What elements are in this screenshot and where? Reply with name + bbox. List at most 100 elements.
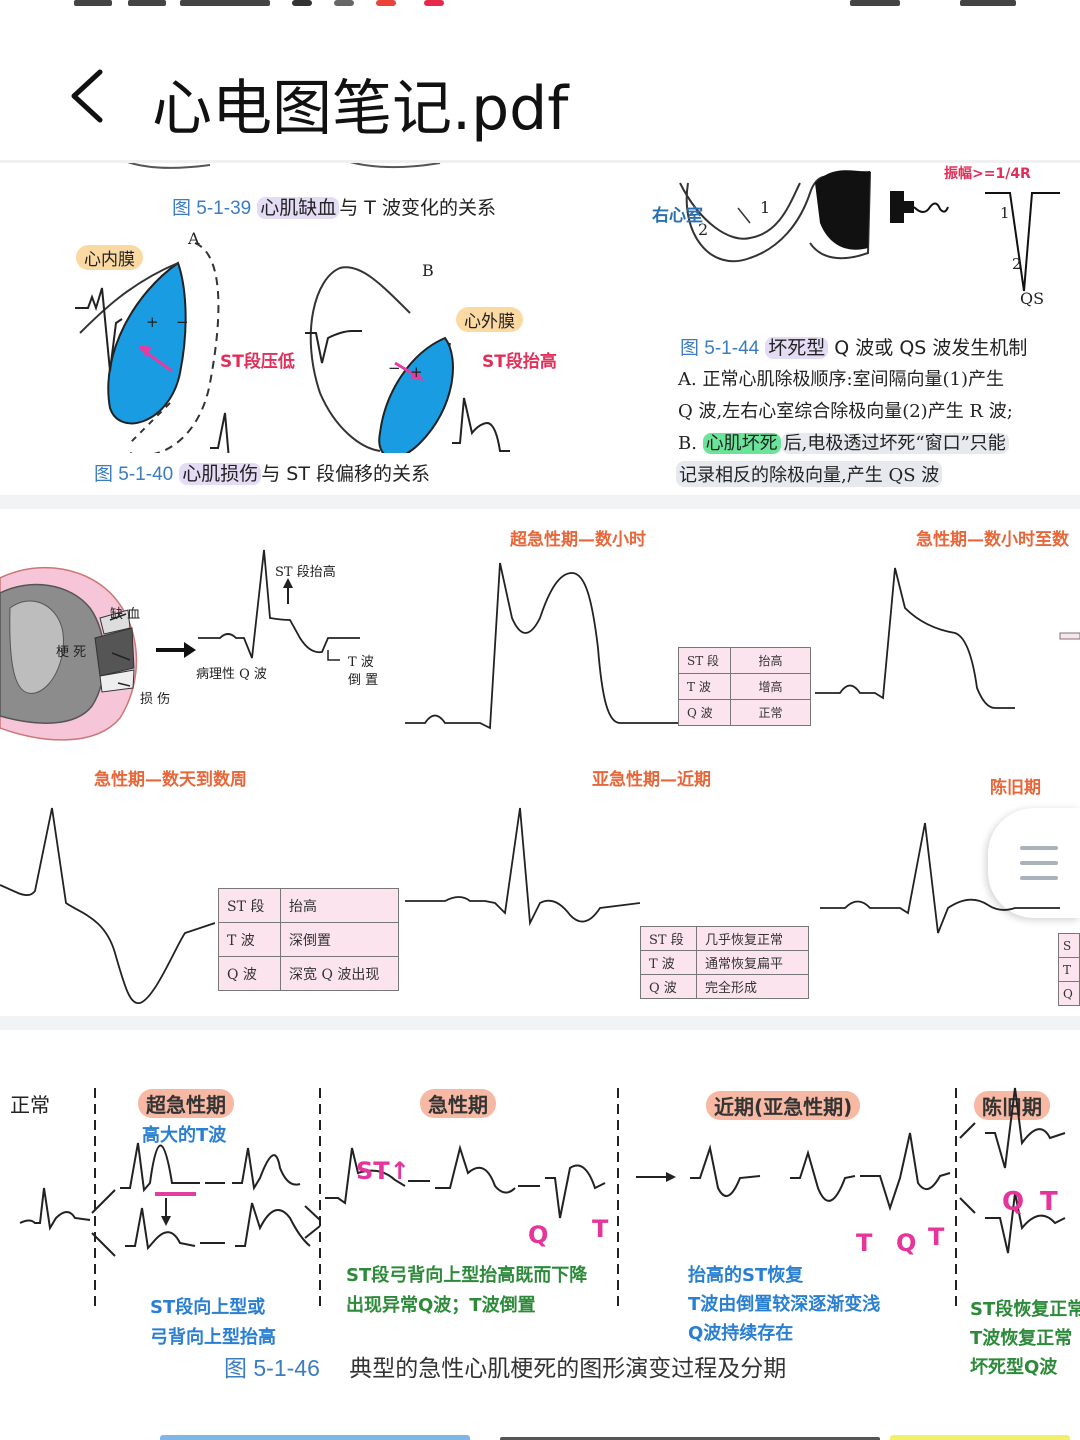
qs-1-label: 1 bbox=[1000, 204, 1010, 222]
figure-number: 图 5-1-39 bbox=[172, 198, 252, 219]
st-elevation-label: ST段抬高 bbox=[482, 352, 557, 372]
status-bar bbox=[0, 0, 1080, 30]
hyperacute-heading: 超急性期—数小时 bbox=[510, 530, 646, 550]
table-cell: Q 波 bbox=[640, 974, 697, 999]
table-cell: S bbox=[1058, 933, 1080, 958]
ischemia-label: 缺 血 bbox=[110, 607, 141, 622]
menu-icon-bar bbox=[1020, 861, 1058, 865]
acute-ecg bbox=[0, 807, 215, 1004]
highlight: 心肌损伤 bbox=[179, 463, 262, 485]
minus-sign-b: − bbox=[388, 359, 401, 377]
page-divider bbox=[0, 1016, 1080, 1030]
qs-2-label: 2 bbox=[1012, 255, 1022, 273]
t-handwritten-old: T bbox=[1040, 1187, 1058, 1217]
pathologic-q-label: 病理性 Q 波 bbox=[196, 667, 267, 682]
page-divider bbox=[0, 495, 1080, 509]
recent-note-2: T波由倒置较深逐渐变浅 bbox=[688, 1294, 881, 1315]
plus-sign-b: + bbox=[410, 363, 423, 381]
acute-phase-pill: 急性期 bbox=[420, 1089, 496, 1118]
hyperacute-table: ST 段抬高 T 波增高 Q 波正常 bbox=[678, 647, 811, 726]
t-handwritten-recent-2: T bbox=[928, 1223, 945, 1251]
notification-icon bbox=[376, 0, 396, 6]
menu-icon-bar bbox=[1020, 876, 1058, 880]
table-cell: Q 波 bbox=[678, 699, 731, 726]
menu-button[interactable] bbox=[988, 808, 1080, 918]
caption-line-a: A. 正常心肌除极顺序:室间隔向量(1)产生 bbox=[678, 369, 1005, 390]
minus-sign: − bbox=[176, 313, 189, 331]
table-cell: ST 段 bbox=[218, 888, 281, 923]
t-handwritten-acute: T bbox=[592, 1215, 609, 1243]
table-cell: 完全形成 bbox=[696, 974, 809, 999]
line-b-prefix: B. bbox=[678, 433, 703, 454]
cropped-figure-top bbox=[127, 163, 441, 169]
table-cell: 几乎恢复正常 bbox=[696, 926, 809, 951]
figure-caption-5-1-40: 图 5-1-40 心肌损伤与 ST 段偏移的关系 bbox=[94, 459, 430, 486]
table-cell: 抬高 bbox=[730, 647, 811, 674]
table-cell: 抬高 bbox=[280, 888, 399, 923]
app-bar: 心电图笔记.pdf bbox=[0, 30, 1080, 162]
page-title: 心电图笔记.pdf bbox=[152, 74, 569, 144]
hyperacute-phase-pill: 超急性期 bbox=[138, 1089, 234, 1118]
table-cell: 深宽 Q 波出现 bbox=[280, 956, 399, 991]
t-wave-label: T 波 bbox=[348, 655, 374, 670]
table-cell: 增高 bbox=[730, 673, 811, 700]
st-up-handwritten: ST↑ bbox=[356, 1157, 410, 1185]
figure-number: 图 5-1-44 bbox=[680, 338, 760, 359]
recent-note-3: Q波持续存在 bbox=[688, 1323, 794, 1344]
table-cell: Q bbox=[1058, 981, 1080, 1006]
caption-text: 与 T 波变化的关系 bbox=[339, 197, 496, 219]
acute-heading-top: 急性期—数小时至数 bbox=[916, 530, 1069, 550]
table-cell: ST 段 bbox=[678, 647, 731, 674]
figure-number: 图 5-1-46 bbox=[224, 1355, 320, 1381]
subacute-ecg bbox=[405, 807, 640, 927]
hyperacute-note-2: 弓背向上型抬高 bbox=[150, 1327, 276, 1348]
infarct-label: 梗 死 bbox=[56, 645, 87, 660]
caption-line-b: B. 心肌坏死后,电极透过坏死“窗口”只能 bbox=[678, 429, 1009, 455]
heart-illustration bbox=[0, 566, 138, 741]
notification-icon bbox=[334, 0, 354, 6]
figure-caption-5-1-46: 图 5-1-46 典型的急性心肌梗死的图形演变过程及分期 bbox=[224, 1349, 786, 1383]
pdf-viewer[interactable]: 图 5-1-39 心肌缺血与 T 波变化的关系 A B 心内膜 心外膜 ST段压… bbox=[0, 160, 1080, 1440]
mi-evolution-diagram bbox=[19, 1087, 1066, 1308]
signal-icon-2 bbox=[128, 0, 166, 6]
recent-phase-pill: 近期(亚急性期) bbox=[706, 1091, 861, 1120]
amplitude-label: 振幅>=1/4R bbox=[944, 166, 1031, 182]
vector-1-label: 1 bbox=[760, 198, 770, 217]
wifi-icon bbox=[850, 0, 900, 6]
table-cell: 通常恢复扁平 bbox=[696, 950, 809, 975]
inverted-label: 倒 置 bbox=[348, 673, 379, 688]
table-cell: 正常 bbox=[730, 699, 811, 726]
old-note-2: T波恢复正常 bbox=[970, 1328, 1073, 1349]
qs-label: QS bbox=[1020, 289, 1045, 308]
st-depression-label: ST段压低 bbox=[220, 352, 295, 372]
line-b-text: 后,电极透过坏死“窗口”只能 bbox=[780, 433, 1009, 454]
acute-note-1: ST段弓背向上型抬高既而下降 bbox=[346, 1265, 588, 1286]
menu-icon-bar bbox=[1020, 846, 1058, 850]
vector-2-label: 2 bbox=[698, 220, 708, 239]
notification-icon bbox=[292, 0, 312, 6]
caption-text: 典型的急性心肌梗死的图形演变过程及分期 bbox=[349, 1356, 787, 1382]
caption-line-b2: 记录相反的除极向量,产生 QS 波 bbox=[676, 461, 943, 487]
q-handwritten-old: Q bbox=[1002, 1187, 1025, 1217]
table-cell: Q 波 bbox=[218, 956, 281, 991]
table-cell: T 波 bbox=[640, 950, 697, 975]
table-cell: 深倒置 bbox=[280, 922, 399, 957]
back-button[interactable] bbox=[60, 64, 124, 128]
recent-note-1: 抬高的ST恢复 bbox=[688, 1265, 804, 1286]
right-ventricle-label: 右心室 bbox=[652, 206, 703, 226]
table-cell: T bbox=[1058, 957, 1080, 982]
table-cell: ST 段 bbox=[640, 926, 697, 951]
label-b: B bbox=[422, 261, 434, 280]
caption-text: 与 ST 段偏移的关系 bbox=[261, 463, 431, 485]
t-handwritten-recent-1: T bbox=[856, 1229, 873, 1257]
battery-icon bbox=[960, 0, 1016, 6]
q-handwritten-recent: Q bbox=[896, 1229, 917, 1257]
tall-t-label: 高大的T波 bbox=[142, 1125, 227, 1146]
q-handwritten-acute: Q bbox=[528, 1221, 549, 1249]
signal-icon bbox=[74, 0, 112, 6]
hyperacute-note-1: ST段向上型或 bbox=[150, 1297, 266, 1318]
acute-table: ST 段抬高 T 波深倒置 Q 波深宽 Q 波出现 bbox=[218, 888, 399, 991]
acute-ecg-top bbox=[815, 567, 1080, 709]
old-ecg bbox=[820, 822, 1060, 934]
table-cell: T 波 bbox=[218, 922, 281, 957]
